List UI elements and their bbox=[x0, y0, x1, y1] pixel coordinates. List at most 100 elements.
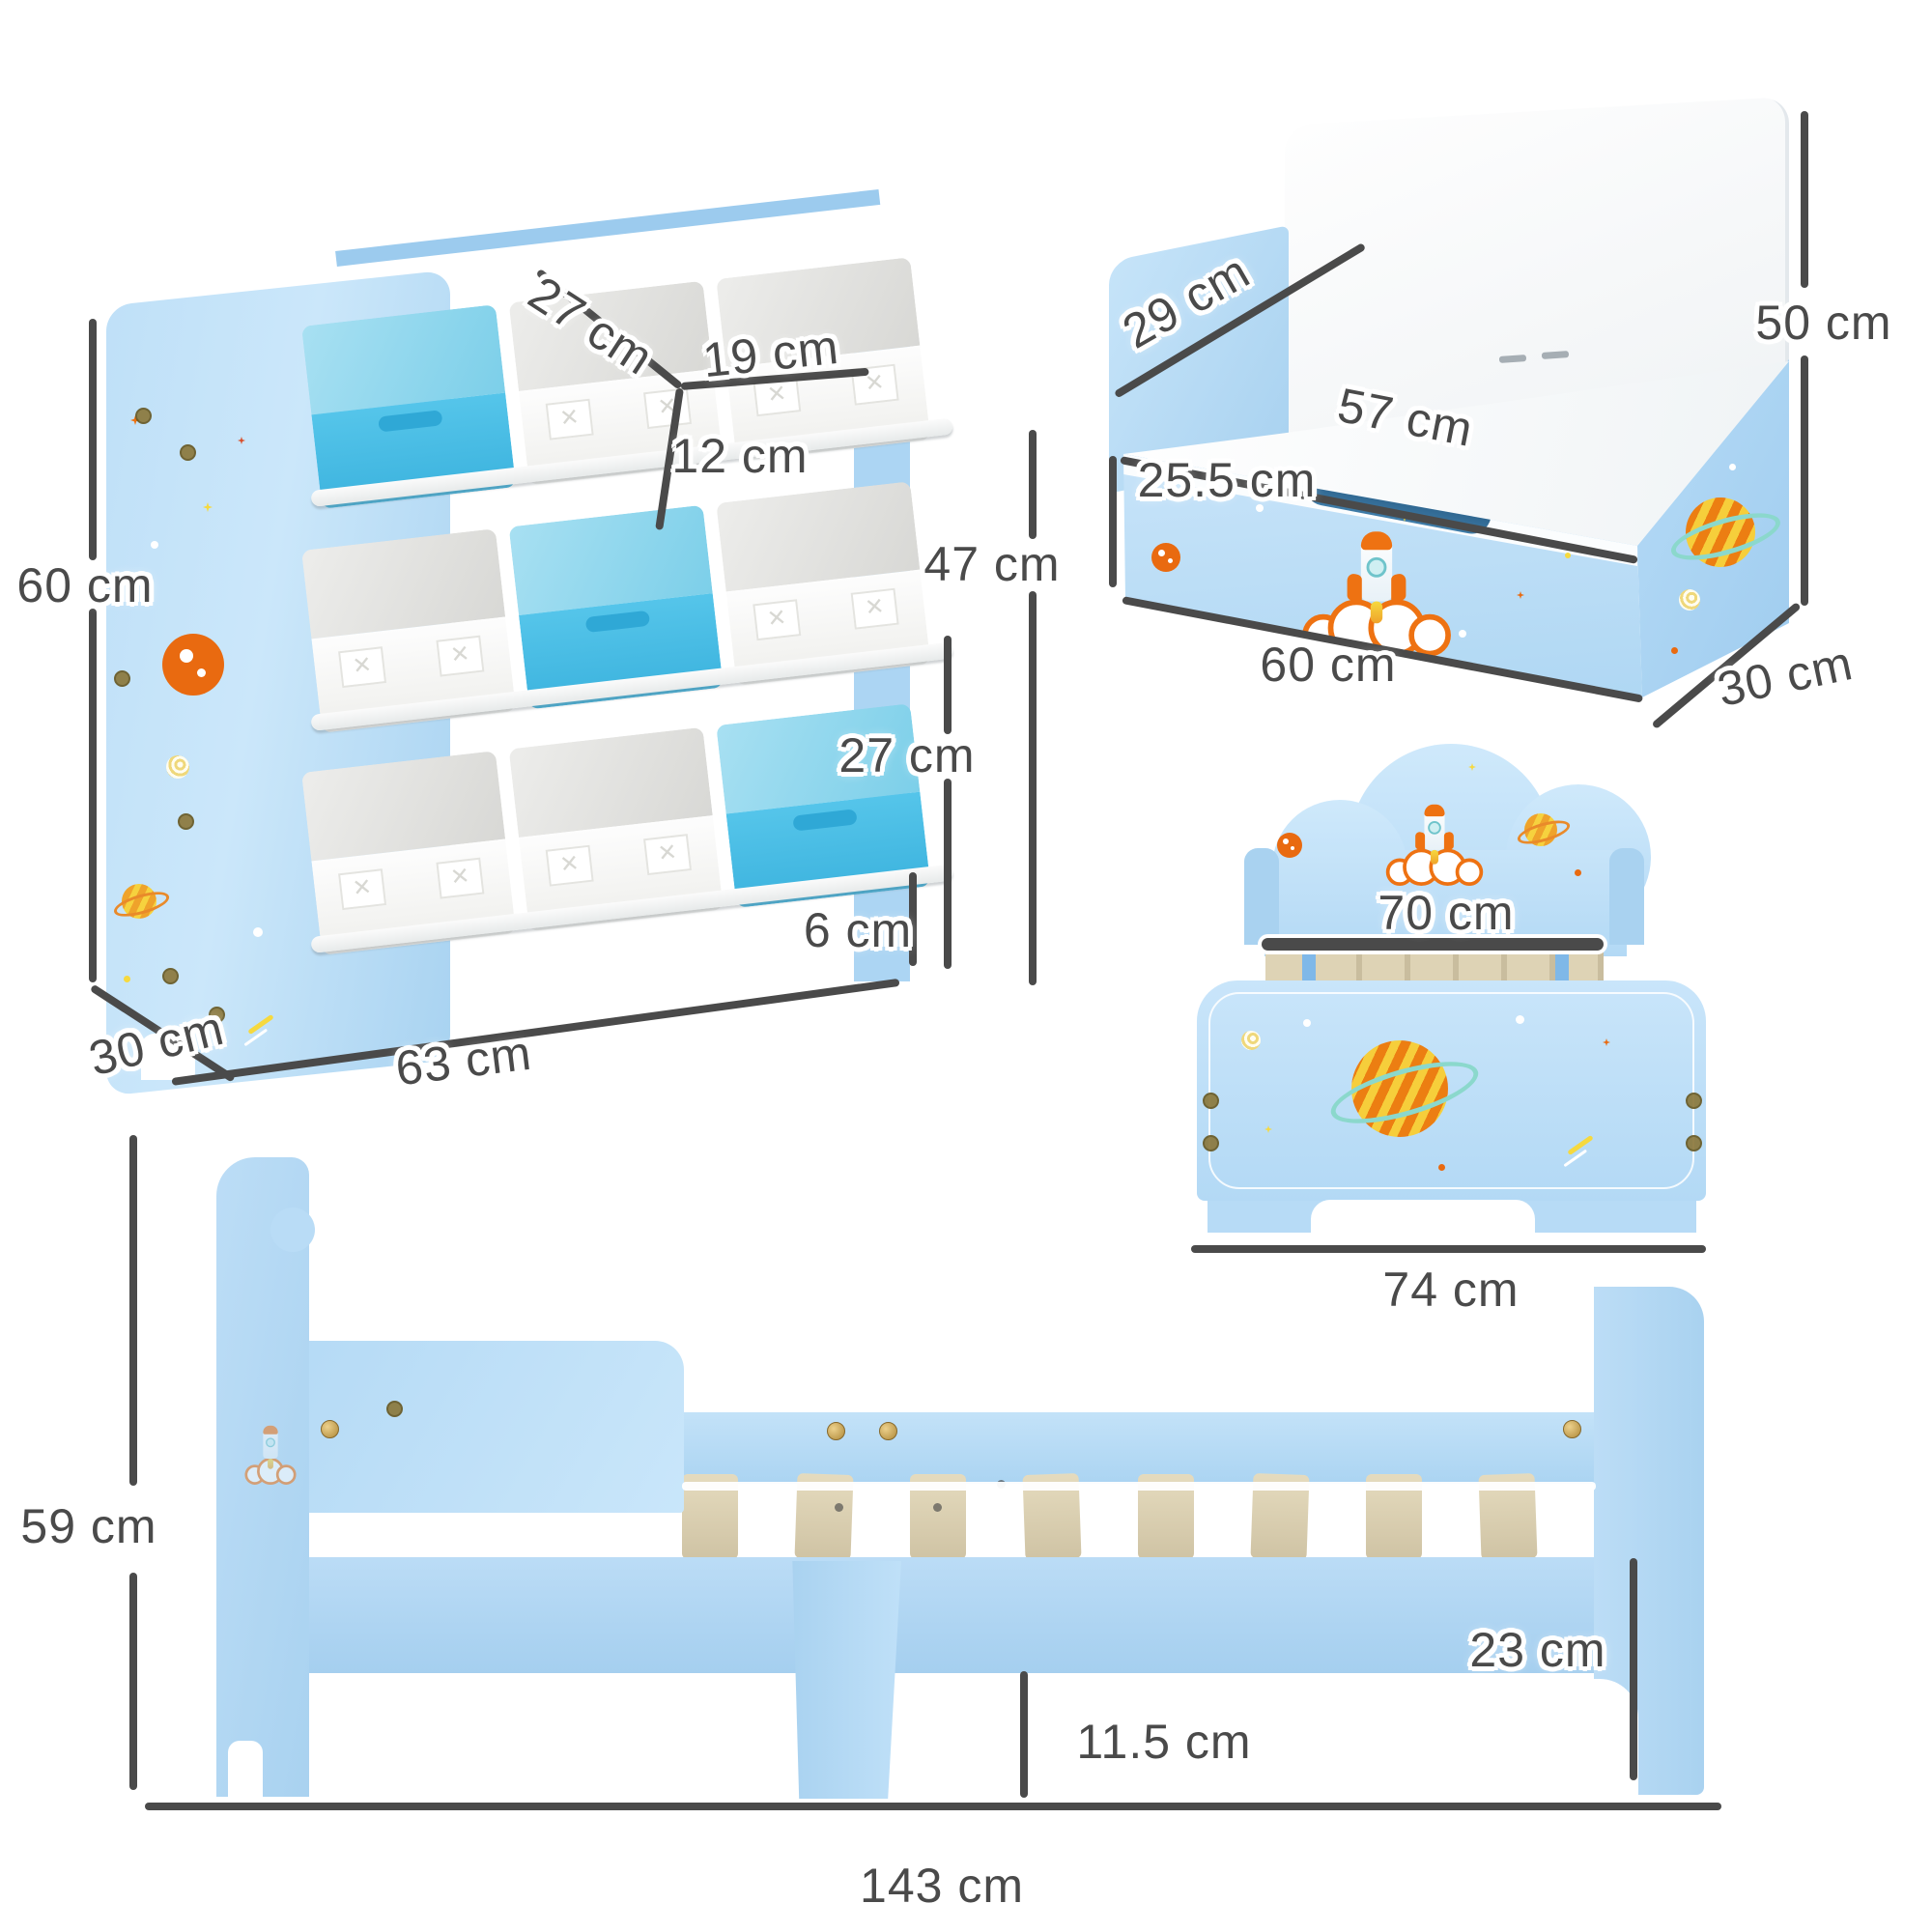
slat-strap bbox=[682, 1482, 1596, 1491]
dim-line-6cm bbox=[909, 872, 917, 966]
saturn-icon bbox=[1324, 1040, 1485, 1137]
dim-line-50cm bbox=[1801, 111, 1808, 288]
screw-icon bbox=[386, 1401, 403, 1417]
star-dot bbox=[1333, 773, 1340, 780]
stitch-icon bbox=[338, 868, 387, 911]
pin-icon bbox=[933, 1503, 942, 1512]
star-dot bbox=[151, 541, 158, 549]
bed-footboard-side bbox=[1594, 1287, 1704, 1795]
dim-label-11-5cm: 11.5 cm bbox=[1076, 1715, 1252, 1769]
planet-icon bbox=[1151, 543, 1180, 572]
stitch-icon bbox=[338, 646, 387, 689]
dim-label-143cm: 143 cm bbox=[860, 1859, 1024, 1913]
bolt-icon bbox=[1563, 1420, 1581, 1438]
saturn-icon bbox=[1515, 813, 1573, 849]
comet-icon bbox=[1567, 1134, 1594, 1156]
stitch-icon bbox=[436, 635, 485, 677]
dim-label-74cm: 74 cm bbox=[1382, 1263, 1520, 1317]
dim-label-59cm: 59 cm bbox=[20, 1499, 157, 1553]
dim-line-23cm bbox=[1630, 1558, 1637, 1780]
screw-icon bbox=[1686, 1093, 1702, 1109]
star-dot bbox=[1565, 553, 1571, 558]
stitch-icon bbox=[850, 587, 899, 630]
star-icon bbox=[1517, 591, 1524, 599]
screw-icon bbox=[135, 408, 152, 424]
saturn-icon bbox=[1665, 497, 1785, 570]
dim-label-47cm: 47 cm bbox=[923, 537, 1061, 591]
bed-slats-front bbox=[1265, 952, 1604, 981]
dim-label-70cm: 70 cm bbox=[1378, 886, 1515, 940]
bed-front-leg-arch bbox=[1311, 1200, 1535, 1233]
rocket-icon bbox=[1385, 804, 1484, 887]
rocket-icon bbox=[1302, 531, 1451, 657]
dim-line-70cm bbox=[1262, 938, 1604, 951]
star-dot bbox=[1438, 1164, 1445, 1171]
star-icon bbox=[1603, 1038, 1610, 1046]
dim-label-23cm: 23 cm bbox=[1469, 1623, 1606, 1677]
star-icon bbox=[203, 502, 213, 512]
bed-side-guard-rail bbox=[243, 1341, 684, 1513]
pin-icon bbox=[835, 1503, 843, 1512]
dim-line-74cm bbox=[1191, 1245, 1706, 1253]
star-icon bbox=[238, 437, 245, 444]
slat-strap bbox=[1302, 952, 1316, 981]
star-icon bbox=[1468, 763, 1476, 771]
screw-icon bbox=[209, 1007, 225, 1023]
bolt-icon bbox=[321, 1420, 339, 1438]
star-dot bbox=[1729, 464, 1736, 470]
stitch-icon bbox=[753, 599, 802, 641]
stitch-icon bbox=[643, 834, 693, 876]
dim-label-50cm: 50 cm bbox=[1755, 296, 1892, 350]
screw-icon bbox=[180, 444, 196, 461]
bed-footboard-front bbox=[1197, 980, 1706, 1201]
screw-icon bbox=[1203, 1093, 1219, 1109]
dim-line-47cm bbox=[1029, 591, 1037, 985]
star-icon bbox=[130, 415, 140, 425]
bed-armrest-left bbox=[1244, 848, 1279, 945]
star-dot bbox=[124, 976, 130, 982]
dim-label-12cm: 12 cm bbox=[671, 429, 809, 483]
shell-planet-icon bbox=[166, 755, 189, 779]
dim-line-60cm bbox=[89, 319, 97, 560]
bolt-icon bbox=[879, 1422, 897, 1440]
stitch-icon bbox=[545, 844, 594, 887]
star-dot bbox=[1575, 869, 1581, 876]
star-dot bbox=[1256, 504, 1264, 512]
dim-label-25-5cm: 25.5 cm bbox=[1137, 453, 1317, 507]
bolt-icon bbox=[827, 1422, 845, 1440]
dim-line-59cm bbox=[129, 1573, 137, 1790]
stitch-icon bbox=[643, 387, 693, 430]
screw-icon bbox=[114, 670, 130, 687]
star-dot bbox=[1671, 647, 1678, 654]
screw-icon bbox=[1203, 1135, 1219, 1151]
dim-label-60cm-toybox: 60 cm bbox=[1260, 638, 1397, 692]
dim-line-25-5cm bbox=[1109, 456, 1117, 587]
planet-icon bbox=[162, 634, 224, 696]
star-dot bbox=[253, 927, 263, 937]
star-dot bbox=[1459, 630, 1466, 638]
dim-line-47cm bbox=[1029, 430, 1037, 539]
bed-center-leg bbox=[792, 1561, 901, 1799]
shell-planet-icon bbox=[1679, 589, 1700, 611]
organizer-back-edge bbox=[335, 188, 881, 267]
dim-line-27cm-right bbox=[944, 779, 952, 969]
dim-label-6cm: 6 cm bbox=[803, 903, 913, 957]
rocket-icon bbox=[236, 1425, 305, 1485]
stitch-icon bbox=[545, 398, 594, 440]
star-dot bbox=[1303, 1019, 1311, 1027]
screw-icon bbox=[178, 813, 194, 830]
star-icon bbox=[1264, 1125, 1272, 1133]
dim-label-27cm-right: 27 cm bbox=[838, 728, 976, 782]
screw-icon bbox=[1686, 1135, 1702, 1151]
planet-icon bbox=[1277, 833, 1302, 858]
ground-line bbox=[145, 1803, 1721, 1810]
saturn-icon bbox=[111, 884, 173, 922]
bed-side-lower-rail bbox=[243, 1557, 1634, 1673]
star-dot bbox=[1516, 1015, 1524, 1024]
dim-label-60cm: 60 cm bbox=[16, 558, 154, 612]
slat-strap bbox=[1555, 952, 1569, 981]
dim-line-11-5cm bbox=[1020, 1671, 1028, 1798]
dim-line-27cm-right bbox=[944, 636, 952, 734]
stitch-icon bbox=[436, 857, 485, 899]
